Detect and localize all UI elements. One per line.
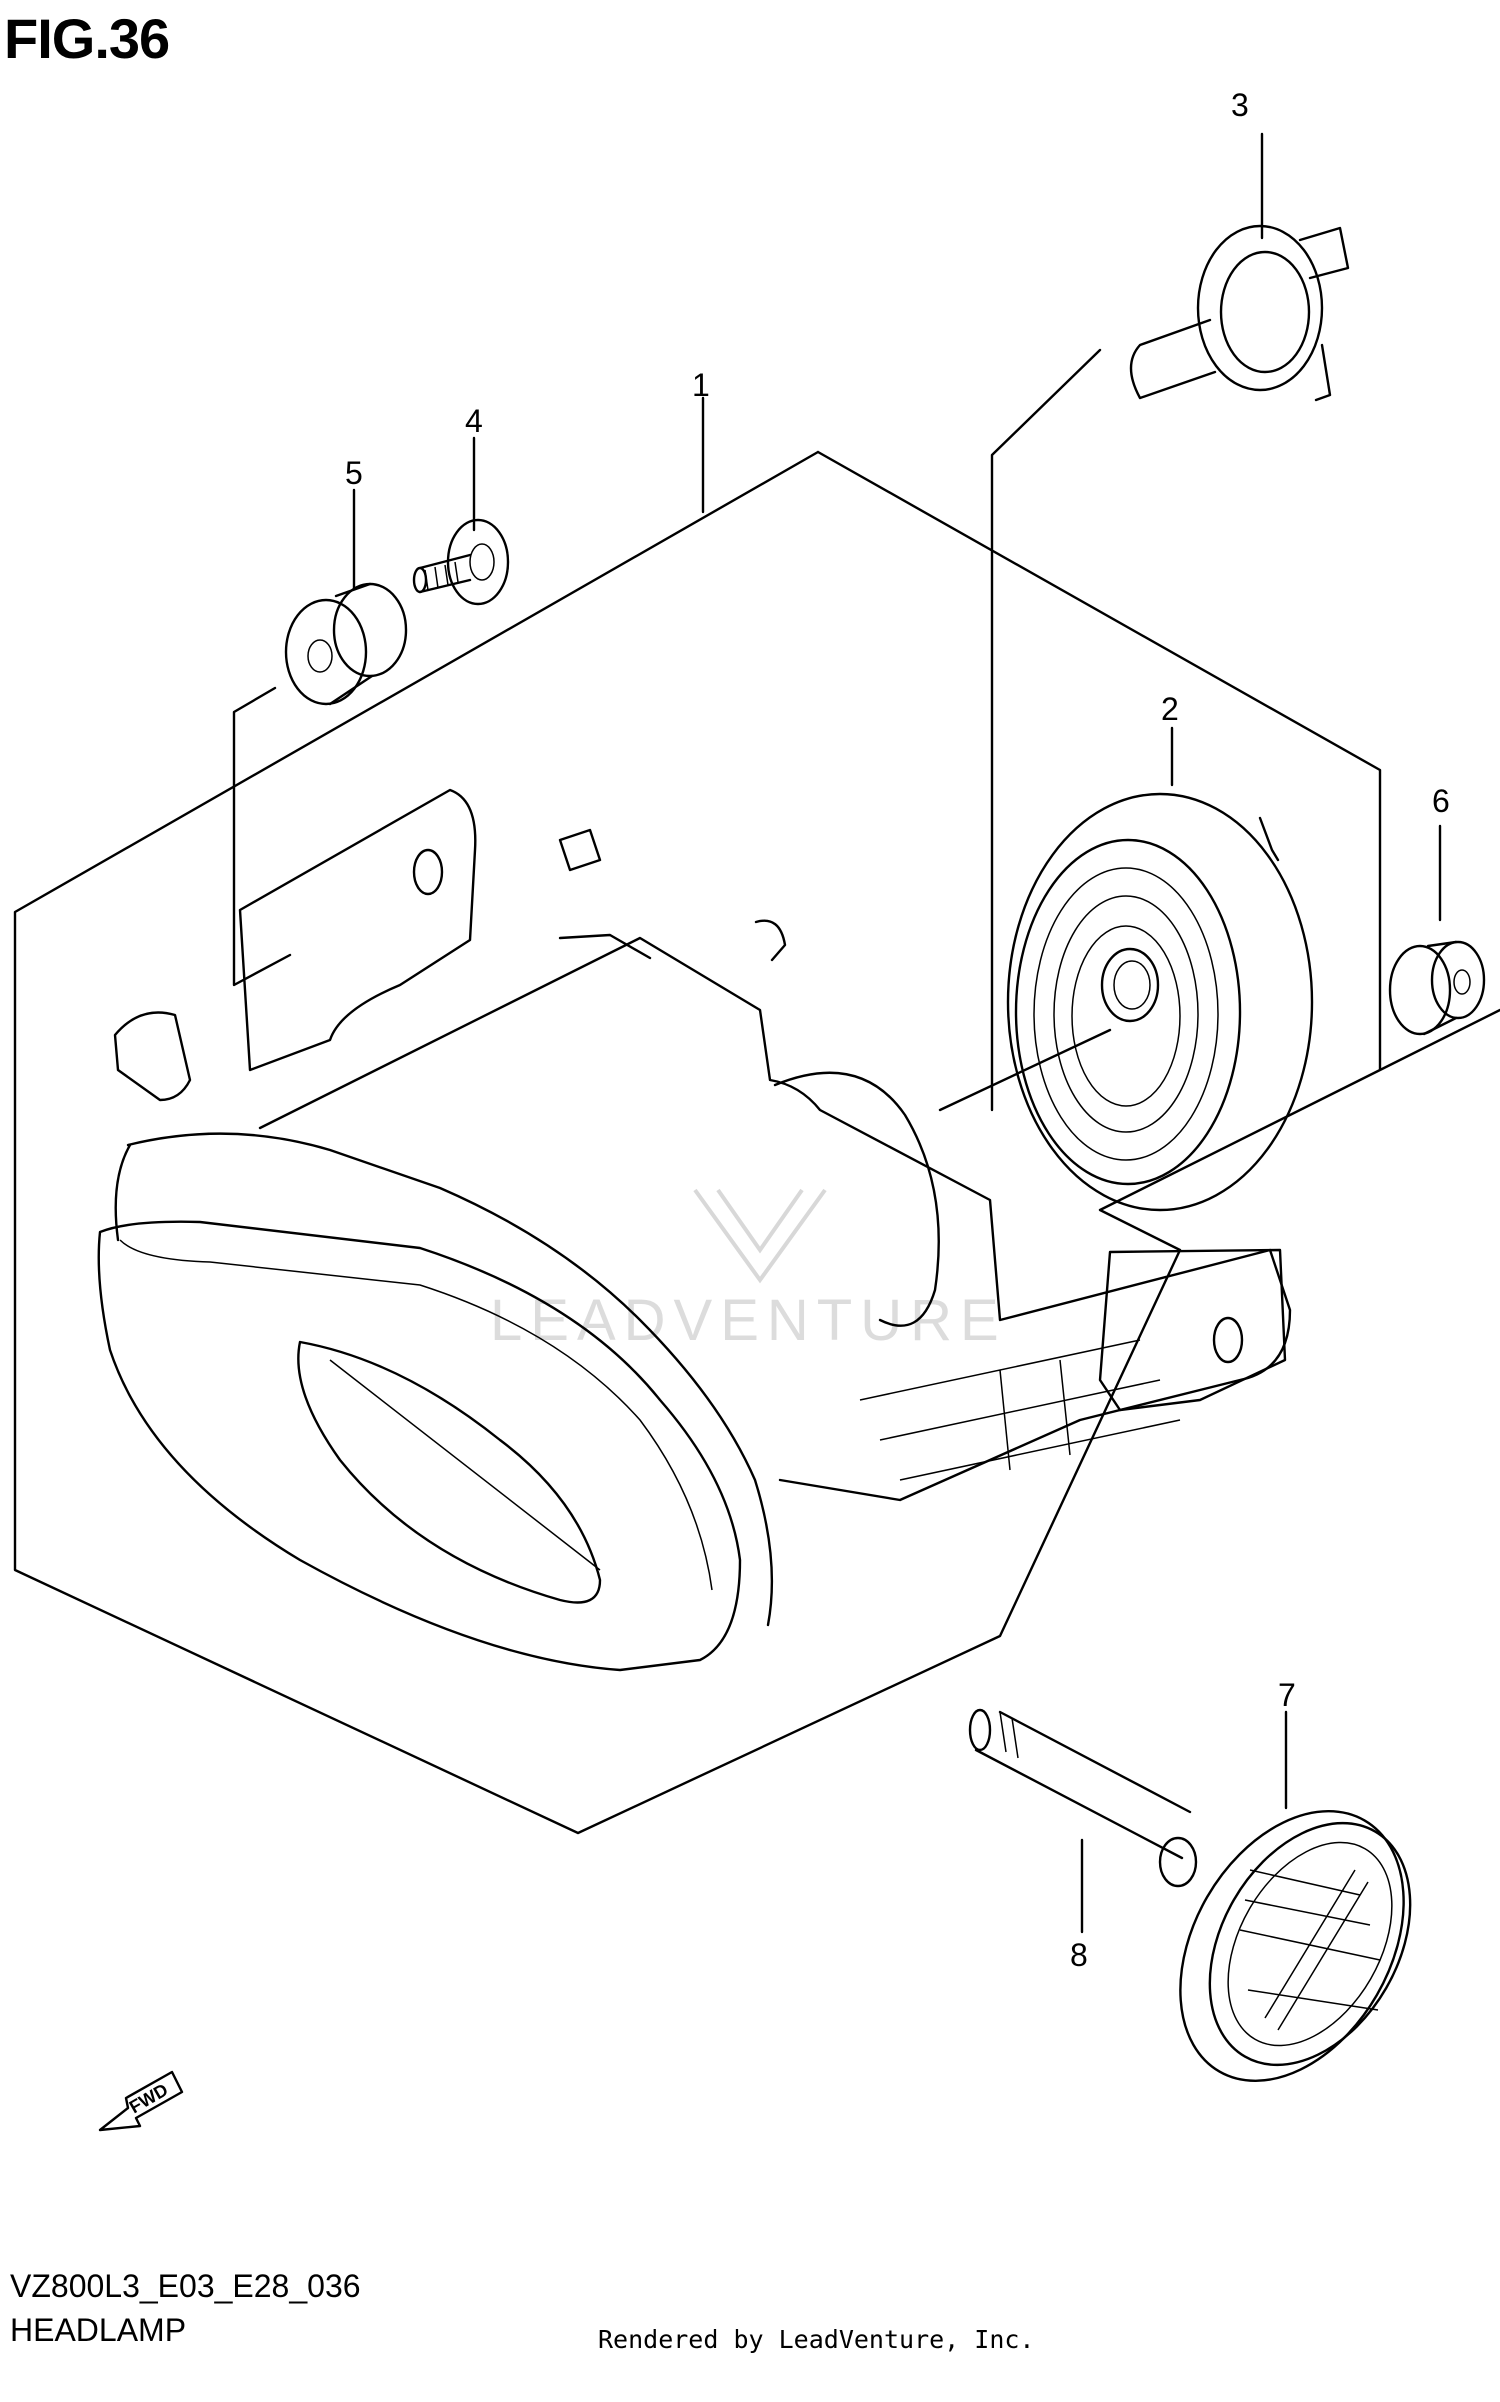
assembly-name: HEADLAMP	[10, 2312, 187, 2348]
assembly-boundary	[13, 450, 1500, 1835]
watermark: LEADVENTURE	[490, 1188, 1007, 1353]
rendered-by-credit: Rendered by LeadVenture, Inc.	[598, 2325, 1035, 2354]
part-8-stud	[968, 1708, 1198, 1888]
callout-4[interactable]: 4	[465, 403, 483, 439]
callout-6[interactable]: 6	[1432, 783, 1450, 819]
callout-1[interactable]: 1	[692, 367, 710, 403]
callout-5[interactable]: 5	[345, 455, 363, 491]
part-4-screw	[412, 518, 510, 606]
figure-title: FIG.36	[4, 7, 170, 70]
part-3-bulb	[1129, 224, 1350, 402]
leader-lines	[232, 132, 1442, 1934]
callout-3[interactable]: 3	[1231, 87, 1249, 123]
callout-7[interactable]: 7	[1278, 1677, 1296, 1713]
part-5-grommet	[284, 582, 408, 706]
diagram-code: VZ800L3_E03_E28_036	[10, 2268, 361, 2304]
part-1-headlamp	[97, 788, 1292, 1672]
part-2-socket	[1006, 792, 1314, 1212]
callout-2[interactable]: 2	[1161, 691, 1179, 727]
fwd-direction-arrow: FWD	[98, 2070, 184, 2132]
watermark-text: LEADVENTURE	[490, 1288, 1007, 1353]
callout-8[interactable]: 8	[1070, 1937, 1088, 1973]
part-7-reflector	[1179, 1810, 1412, 2082]
part-6-grommet	[1388, 940, 1486, 1036]
